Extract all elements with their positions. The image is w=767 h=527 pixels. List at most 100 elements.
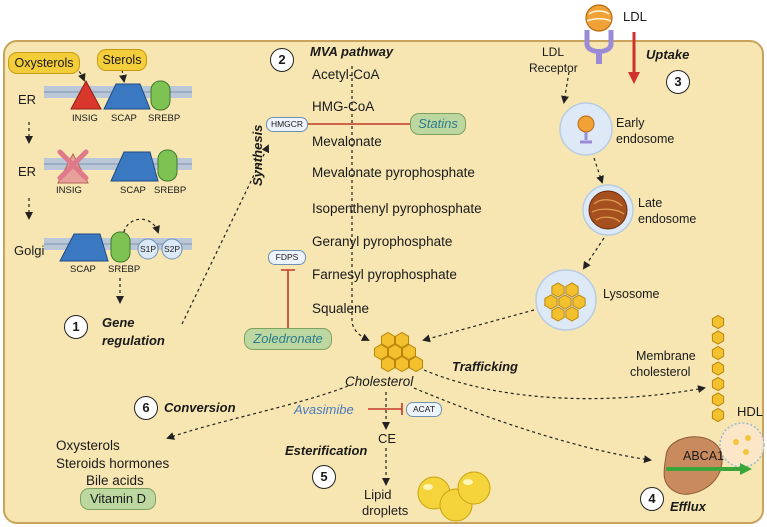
lipid-droplets-label-line2: droplets: [362, 503, 409, 518]
lysosome-cholesterol-hexagon-icon: [551, 306, 565, 322]
acat-enzyme: ACAT: [406, 402, 442, 417]
ldl-label: LDL: [623, 9, 647, 24]
step-number-2: 2: [270, 48, 294, 72]
mva-step-farnesyl-pyrophosphate: Farnesyl pyrophosphate: [312, 267, 457, 282]
cholesterol-label: Cholesterol: [345, 374, 414, 389]
membrane-cholesterol-hexagon-icon: [711, 361, 725, 376]
cleavage-arrow: [123, 218, 160, 234]
lysosome-to-cholesterol-arrow: [422, 309, 535, 343]
uptake-to-early-arrow: [561, 71, 570, 104]
lysosome-cholesterol-hexagon-icon: [572, 294, 586, 310]
abca1-transporter-icon: [663, 436, 723, 495]
early-endosome-label-line2: endosome: [616, 132, 675, 146]
step-number-3: 3: [666, 70, 690, 94]
conversion-arrow: [166, 385, 349, 440]
srebp-label-2: SREBP: [154, 185, 187, 196]
vitamin-d-pill: Vitamin D: [80, 488, 156, 510]
cholesterol-hexagon-icon: [409, 355, 423, 373]
hmgcr-enzyme: HMGCR: [266, 117, 308, 132]
srebp-protein-icon: [110, 231, 131, 263]
srebp-protein-icon: [150, 80, 171, 111]
membrane-cholesterol-label-line1: Membrane: [636, 349, 696, 363]
hdl-label: HDL: [737, 404, 764, 419]
gene-regulation-label-line1: Gene: [102, 315, 135, 330]
gene-regulation-label-line2: regulation: [102, 333, 165, 348]
insig-label-1: INSIG: [72, 113, 98, 124]
srebp-protein-icon: [157, 149, 178, 182]
zoledronate-drug: Zoledronate: [244, 328, 332, 350]
cholesterol-hexagon-icon: [395, 331, 409, 349]
insig-label-2: INSIG: [56, 185, 82, 196]
membrane-cholesterol-label-line2: cholesterol: [630, 365, 691, 379]
scap-label-3: SCAP: [70, 264, 96, 275]
scap-protein-icon: [110, 151, 159, 182]
membrane-cholesterol-hexagon-icon: [711, 407, 725, 423]
er-label-2: ER: [18, 164, 37, 179]
conversion-label: Conversion: [164, 400, 236, 415]
cholesterol-hexagon-icon: [402, 343, 416, 361]
scap-protein-icon: [59, 233, 109, 262]
s1p-protease-icon: [137, 238, 159, 260]
trafficking-label: Trafficking: [452, 359, 518, 374]
efflux-label: Efflux: [670, 499, 706, 514]
efflux-path-arrow: [413, 387, 652, 464]
golgi-label: Golgi: [14, 243, 45, 258]
cholesterol-hexagon-icon: [388, 343, 402, 361]
step-number-1: 1: [64, 315, 88, 339]
lipid-droplets-label-line1: Lipid: [364, 487, 392, 502]
scap-label-2: SCAP: [120, 185, 146, 196]
mva-pathway-title: MVA pathway: [310, 44, 394, 59]
mva-step-squalene: Squalene: [312, 301, 370, 316]
scap-protein-icon: [103, 83, 151, 110]
mva-pathway-arrow: [351, 66, 370, 341]
lysosome-cholesterol-hexagon-icon: [565, 306, 579, 322]
s2p-protease-icon: [161, 238, 183, 260]
er-label-1: ER: [18, 92, 37, 107]
cross-icon: [57, 149, 89, 181]
mva-step-mevalonate: Mevalonate: [312, 134, 382, 149]
fdps-enzyme: FDPS: [268, 250, 306, 265]
srebp-label-3: SREBP: [108, 264, 141, 275]
synthesis-label: Synthesis: [250, 124, 265, 186]
conversion-product-oxysterols: Oxysterols: [56, 438, 120, 453]
oxysterols-pill: Oxysterols: [8, 52, 80, 74]
abca1-label: ABCA1: [683, 449, 724, 463]
conversion-product-steroid-hormones: Steroids hormones: [56, 456, 170, 471]
membrane-cholesterol-hexagon-icon: [711, 392, 725, 407]
lysosome-cholesterol-hexagon-icon: [544, 294, 558, 310]
mva-step-acetyl-coa: Acetyl-CoA: [312, 67, 380, 82]
sterols-pill: Sterols: [97, 49, 147, 71]
scap-label-1: SCAP: [111, 113, 137, 124]
ldl-receptor-label-line1: LDL: [542, 45, 565, 59]
cholesterol-hexagon-layer: [374, 282, 725, 423]
lysosome-cholesterol-hexagon-icon: [551, 282, 565, 298]
insig-protein-icon: [70, 79, 102, 110]
cholesterol-hexagon-icon: [395, 355, 409, 373]
step-number-4: 4: [640, 487, 664, 511]
avasimibe-inhibition-line: [368, 403, 403, 415]
lysosome-label: Lysosome: [603, 287, 660, 301]
membrane-cholesterol-hexagon-icon: [711, 314, 725, 330]
cholesterol-hexagon-icon: [381, 331, 395, 349]
step-number-6: 6: [134, 396, 158, 420]
srebp-label-1: SREBP: [148, 113, 181, 124]
cholesterol-hexagon-icon: [381, 355, 395, 373]
early-endosome-label-line1: Early: [616, 116, 645, 130]
mva-step-hmg-coa: HMG-CoA: [312, 99, 375, 114]
ldl-receptor-label-line2: Receptor: [529, 61, 578, 75]
step-number-5: 5: [312, 465, 336, 489]
ce-label: CE: [378, 431, 397, 446]
late-endosome-label-line2: endosome: [638, 212, 697, 226]
lipid-droplets-icon: [417, 471, 491, 522]
cholesterol-hexagon-icon: [374, 343, 388, 361]
esterification-label: Esterification: [285, 443, 368, 458]
membrane-cholesterol-hexagon-icon: [711, 330, 725, 345]
conversion-product-bile-acids: Bile acids: [86, 473, 144, 488]
membrane-cholesterol-hexagon-icon: [711, 345, 725, 361]
mva-step-geranyl-pyrophosphate: Geranyl pyrophosphate: [312, 234, 453, 249]
oxysterols-arrow: [57, 61, 86, 82]
uptake-label: Uptake: [646, 47, 690, 62]
mva-step-isopenthenyl-pyrophosphate: Isopenthenyl pyrophosphate: [312, 201, 482, 216]
membrane-cholesterol-hexagon-icon: [711, 376, 725, 392]
